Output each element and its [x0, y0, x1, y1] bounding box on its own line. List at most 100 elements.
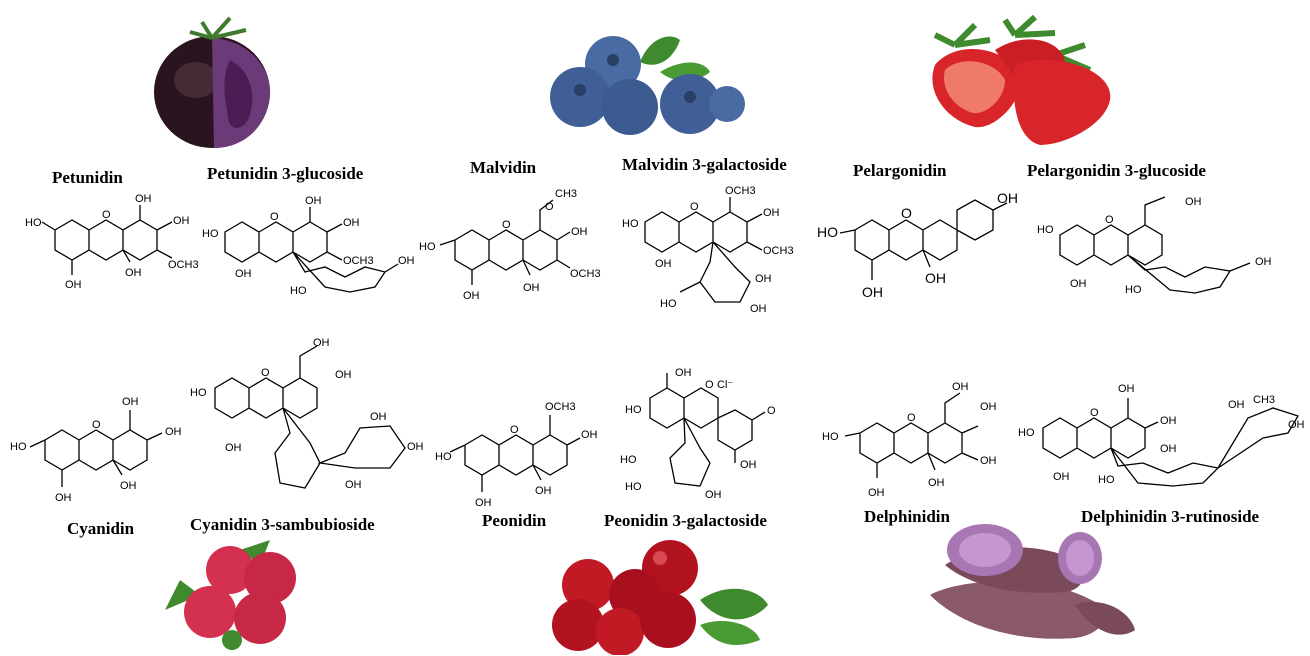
ho-label: HO [202, 228, 219, 240]
delphinidin-3-rutinoside-structure: HO O OH OH OH OH HO CH3 OH OH [1018, 383, 1305, 487]
oh-label: OH [1070, 278, 1087, 290]
oh-label: OH [55, 492, 72, 504]
oh-label: OH [535, 485, 552, 497]
oh-label: OH [750, 303, 767, 315]
ch3-label: CH3 [555, 188, 577, 200]
ho-label: HO [1125, 284, 1142, 296]
oh-label: OH [120, 480, 137, 492]
oh-label: OH [475, 497, 492, 509]
malvidin-3-galactoside-title: Malvidin 3-galactoside [622, 155, 787, 174]
ho-label: HO [1098, 474, 1115, 486]
o-label: O [261, 367, 270, 379]
cyanidin-3-sambubioside-structure: HO O OH OH OH OH OH OH Cl⁻ [190, 338, 426, 508]
ho-label: HO [435, 451, 452, 463]
peonidin-structure: HO O OCH3 OH OH OH [435, 401, 598, 509]
chloride-label: Cl⁻ [717, 379, 733, 391]
o-label: O [510, 424, 519, 436]
o-label: O [767, 405, 776, 417]
petunidin-3-glucoside-title: Petunidin 3-glucoside [207, 164, 364, 183]
strawberries-image [932, 15, 1111, 145]
o-label: O [901, 205, 912, 221]
oh-label: OH [763, 207, 780, 219]
pelargonidin-title: Pelargonidin [853, 161, 947, 180]
o-label: O [705, 379, 714, 391]
ho-label: HO [25, 217, 42, 229]
oh-label: OH [1185, 196, 1202, 208]
ho-label: HO [1018, 427, 1035, 439]
oh-label: OH [1255, 256, 1272, 268]
ho-label: HO [419, 241, 436, 253]
ch3-label: CH3 [1253, 394, 1275, 406]
oh-label: OH [65, 279, 82, 291]
oh-label: OH [122, 396, 139, 408]
ho-label: HO [10, 441, 27, 453]
oh-label: OH [135, 193, 152, 205]
oh-label: OH [523, 282, 540, 294]
oh-label: OH [1288, 419, 1305, 431]
peonidin-3-galactoside-title: Peonidin 3-galactoside [604, 511, 767, 530]
malvidin-3-galactoside-structure: HO O OCH3 OH OCH3 OH HO OH OH [622, 185, 794, 315]
oh-label: OH [463, 290, 480, 302]
oh-label: OH [581, 429, 598, 441]
o-label: O [502, 219, 511, 231]
delphinidin-3-rutinoside-title: Delphinidin 3-rutinoside [1081, 507, 1260, 526]
och3-label: OCH3 [545, 401, 576, 413]
ho-label: HO [290, 285, 307, 297]
peonidin-title: Peonidin [482, 511, 547, 530]
och3-label: OCH3 [168, 259, 199, 271]
och3-label: OCH3 [343, 255, 374, 267]
oh-label: OH [928, 477, 945, 489]
o-label: O [1090, 407, 1099, 419]
oh-label: OH [952, 381, 969, 393]
oh-label: OH [165, 426, 182, 438]
oh-label: OH [345, 479, 362, 491]
oh-label: OH [173, 215, 190, 227]
malvidin-structure: HO O O CH3 OH OCH3 OH OH [419, 188, 601, 302]
cyanidin-3-sambubioside-title: Cyanidin 3-sambubioside [190, 515, 375, 534]
oh-label: OH [1160, 443, 1177, 455]
oh-label: OH [997, 190, 1018, 206]
och3-label: OCH3 [570, 268, 601, 280]
och3-label: OCH3 [725, 185, 756, 197]
ho-label: HO [190, 387, 207, 399]
oh-label: OH [571, 226, 588, 238]
petunidin-structure: HO O OH OH OCH3 OH OH [25, 193, 199, 291]
ho-label: HO [817, 224, 838, 240]
malvidin-title: Malvidin [470, 158, 537, 177]
o-label: O [907, 412, 916, 424]
oh-label: OH [1228, 399, 1245, 411]
petunidin-title: Petunidin [52, 168, 123, 187]
oh-label: OH [862, 284, 883, 300]
o-label: O [270, 211, 279, 223]
oh-label: OH [1053, 471, 1070, 483]
o-label: O [545, 201, 554, 213]
raspberries-image [165, 540, 296, 650]
oh-label: OH [370, 411, 387, 423]
oh-label: OH [125, 267, 142, 279]
o-label: O [92, 419, 101, 431]
oh-label: OH [980, 401, 997, 413]
delphinidin-structure: HO O OH OH OH OH OH [822, 381, 997, 499]
oh-label: OH [655, 258, 672, 270]
o-label: O [690, 201, 699, 213]
oh-label: OH [740, 459, 757, 471]
ho-label: HO [660, 298, 677, 310]
ho-label: HO [625, 404, 642, 416]
oh-label: OH [705, 489, 722, 501]
chloride-label: Cl⁻ [410, 507, 426, 508]
oh-label: OH [225, 442, 242, 454]
ho-label: HO [625, 481, 642, 493]
o-label: O [102, 209, 111, 221]
oh-label: OH [925, 270, 946, 286]
oh-label: OH [313, 338, 330, 349]
cyanidin-structure: HO O OH OH OH OH [10, 396, 182, 504]
ho-label: HO [1037, 224, 1054, 236]
oh-label: OH [868, 487, 885, 499]
purple-sweet-potato-image [930, 524, 1135, 639]
oh-label: OH [1160, 415, 1177, 427]
cyanidin-title: Cyanidin [67, 519, 135, 538]
delphinidin-title: Delphinidin [864, 507, 950, 526]
purple-tomato-image [154, 16, 271, 148]
oh-label: OH [407, 441, 424, 453]
o-label: O [1105, 214, 1114, 226]
